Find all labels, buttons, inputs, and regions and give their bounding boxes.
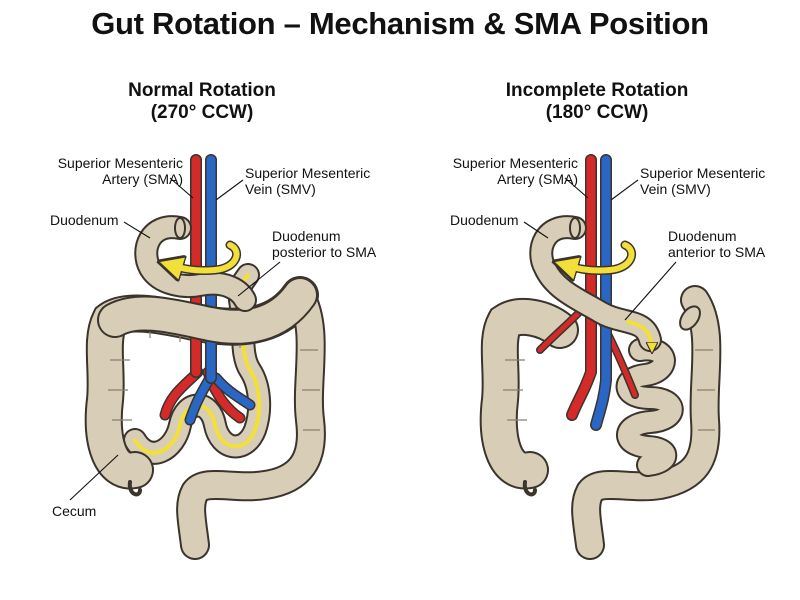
label-duodenum-normal: Duodenum [50, 212, 119, 228]
label-sma-normal-line1: Superior Mesenteric [57, 155, 183, 171]
colon-incomplete [479, 285, 722, 560]
label-smv-normal-line1: Superior Mesenteric [245, 165, 371, 181]
label-duodenum-incomplete: Duodenum [450, 212, 519, 228]
label-relation-incomplete-line2: anterior to SMA [668, 244, 766, 260]
label-relation-incomplete: Duodenum anterior to SMA [668, 228, 765, 260]
label-smv-incomplete-line1: Superior Mesenteric [640, 165, 766, 181]
label-sma-incomplete-line2: Artery (SMA) [497, 171, 578, 187]
label-sma-normal-line2: Artery (SMA) [102, 171, 183, 187]
label-smv-normal: Superior Mesenteric Vein (SMV) [245, 165, 370, 197]
panel-title-incomplete-line1: Incomplete Rotation [505, 80, 689, 101]
label-relation-incomplete-line1: Duodenum [668, 228, 737, 244]
small-bowel-incomplete [615, 337, 684, 477]
label-sma-incomplete-line1: Superior Mesenteric [452, 155, 578, 171]
duodenum-normal [134, 215, 257, 312]
smv-incomplete [590, 154, 612, 431]
label-cecum-normal: Cecum [52, 503, 97, 519]
panel-normal-illustration [69, 154, 326, 560]
label-relation-normal: Duodenum posterior to SMA [272, 228, 376, 260]
panel-incomplete-illustration [479, 154, 722, 560]
leader-lines-normal [69, 177, 281, 501]
panel-title-incomplete: Incomplete Rotation (180° CCW) [447, 80, 747, 124]
label-sma-incomplete: Superior Mesenteric Artery (SMA) [453, 155, 578, 187]
label-relation-normal-line2: posterior to SMA [272, 244, 377, 260]
diagram-title: Gut Rotation – Mechanism & SMA Position [91, 6, 709, 41]
transverse-colon-normal [97, 277, 318, 345]
label-relation-normal-line1: Duodenum [272, 228, 341, 244]
duodenum-path-arrow-incomplete [626, 320, 652, 348]
counterclockwise-arrow-icon [170, 240, 242, 271]
label-smv-incomplete: Superior Mesenteric Vein (SMV) [640, 165, 765, 197]
counterclockwise-arrow-icon-incomplete [565, 240, 637, 271]
panel-title-normal-line1: Normal Rotation [128, 80, 276, 101]
label-smv-incomplete-line2: Vein (SMV) [640, 181, 711, 197]
label-sma-normal: Superior Mesenteric Artery (SMA) [58, 155, 183, 187]
panel-title-normal-line2: (270° CCW) [150, 102, 254, 123]
panel-title-normal: Normal Rotation (270° CCW) [52, 80, 352, 124]
label-smv-normal-line2: Vein (SMV) [245, 181, 316, 197]
leader-lines-incomplete [523, 177, 677, 321]
panel-title-incomplete-line2: (180° CCW) [545, 102, 649, 123]
